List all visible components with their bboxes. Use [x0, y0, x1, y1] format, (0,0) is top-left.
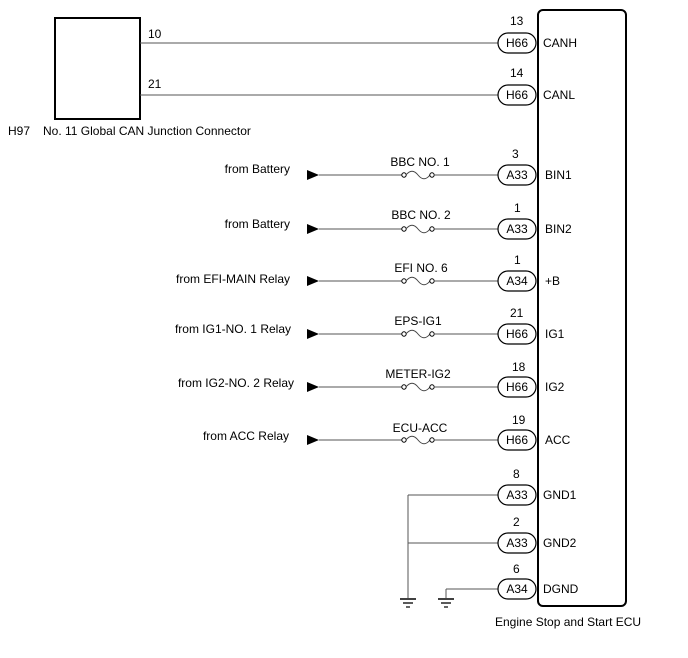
fuse-label: BBC NO. 2 [391, 208, 451, 222]
ecu-name: Engine Stop and Start ECU [495, 615, 641, 629]
fuse-icon [401, 170, 435, 180]
terminal-name: CANL [543, 88, 575, 102]
ground-row-dgnd: 6 A34 DGND [497, 562, 579, 600]
ecu-pin: 6 [513, 562, 520, 576]
connector-pill [497, 484, 537, 506]
fuse-label: METER-IG2 [385, 367, 451, 381]
can-line-canl: 21 14 H66 CANL [140, 66, 575, 106]
connector-code: H66 [506, 36, 528, 50]
fuse-label: EPS-IG1 [394, 314, 442, 328]
source-label: from IG1-NO. 1 Relay [175, 322, 291, 336]
ecu-pin: 8 [513, 467, 520, 481]
connector-pin: 21 [148, 77, 162, 91]
connector-pill [497, 270, 537, 292]
supply-row-bin1: from Battery BBC NO. 1 3 A33 BIN1 [225, 147, 572, 186]
connector-code: A34 [506, 582, 528, 596]
connector-code: A33 [506, 536, 528, 550]
ground-wiring [407, 494, 498, 598]
arrow-icon [307, 435, 319, 445]
supply-row-plus-b: from EFI-MAIN Relay EFI NO. 6 1 A34 +B [176, 253, 560, 292]
fuse-icon [401, 382, 435, 392]
terminal-name: GND1 [543, 488, 577, 502]
junction-connector-name: No. 11 Global CAN Junction Connector [43, 124, 251, 138]
terminal-name: DGND [543, 582, 579, 596]
terminal-name: IG1 [545, 327, 565, 341]
fuse-icon [401, 329, 435, 339]
ecu-pin: 1 [514, 201, 521, 215]
terminal-name: +B [545, 274, 560, 288]
ground-row-gnd2: 2 A33 GND2 [497, 515, 577, 554]
ecu-pin: 14 [510, 66, 524, 80]
arrow-icon [307, 224, 319, 234]
source-label: from IG2-NO. 2 Relay [178, 376, 294, 390]
connector-pill [497, 218, 537, 240]
source-label: from Battery [225, 217, 290, 231]
ground-icon [438, 598, 454, 608]
junction-connector-code: H97 [8, 124, 30, 138]
arrow-icon [307, 329, 319, 339]
supply-row-acc: from ACC Relay ECU-ACC 19 H66 ACC [203, 413, 571, 451]
connector-pill [497, 164, 537, 186]
fuse-label: EFI NO. 6 [394, 261, 448, 275]
connector-pill [497, 323, 537, 345]
ecu-pin: 18 [512, 360, 526, 374]
connector-code: H66 [506, 88, 528, 102]
connector-code: H66 [506, 327, 528, 341]
fuse-label: BBC NO. 1 [390, 155, 450, 169]
connector-code: H66 [506, 433, 528, 447]
connector-code: A33 [506, 222, 528, 236]
ecu-pin: 13 [510, 14, 524, 28]
ecu-pin: 21 [510, 306, 524, 320]
ecu-pin: 3 [512, 147, 519, 161]
connector-code: H66 [506, 380, 528, 394]
fuse-icon [401, 224, 435, 234]
terminal-name: IG2 [545, 380, 565, 394]
terminal-name: BIN1 [545, 168, 572, 182]
ground-row-gnd1: 8 A33 GND1 [497, 467, 577, 506]
terminal-name: ACC [545, 433, 571, 447]
arrow-icon [307, 170, 319, 180]
supply-row-ig1: from IG1-NO. 1 Relay EPS-IG1 21 H66 IG1 [175, 306, 565, 345]
ecu-pin: 2 [513, 515, 520, 529]
connector-pill [497, 429, 537, 451]
connector-pill [497, 578, 537, 600]
arrow-icon [307, 382, 319, 392]
connector-code: A34 [506, 274, 528, 288]
connector-code: A33 [506, 488, 528, 502]
ecu-pin: 19 [512, 413, 526, 427]
connector-pill [497, 84, 537, 106]
connector-pill [497, 32, 537, 54]
ecu-box [537, 9, 627, 607]
fuse-icon [401, 276, 435, 286]
arrow-icon [307, 276, 319, 286]
ground-icon [400, 598, 416, 608]
connector-code: A33 [506, 168, 528, 182]
supply-row-bin2: from Battery BBC NO. 2 1 A33 BIN2 [225, 201, 572, 240]
connector-pill [497, 376, 537, 398]
can-line-canh: 10 13 H66 CANH [140, 14, 577, 54]
connector-pill [497, 532, 537, 554]
connector-pin: 10 [148, 27, 162, 41]
source-label: from ACC Relay [203, 429, 289, 443]
supply-row-ig2: from IG2-NO. 2 Relay METER-IG2 18 H66 IG… [178, 360, 565, 398]
terminal-name: CANH [543, 36, 577, 50]
terminal-name: BIN2 [545, 222, 572, 236]
junction-connector-box [54, 17, 141, 120]
fuse-label: ECU-ACC [393, 421, 448, 435]
source-label: from Battery [225, 162, 290, 176]
terminal-name: GND2 [543, 536, 577, 550]
source-label: from EFI-MAIN Relay [176, 272, 290, 286]
ecu-pin: 1 [514, 253, 521, 267]
fuse-icon [401, 435, 435, 445]
